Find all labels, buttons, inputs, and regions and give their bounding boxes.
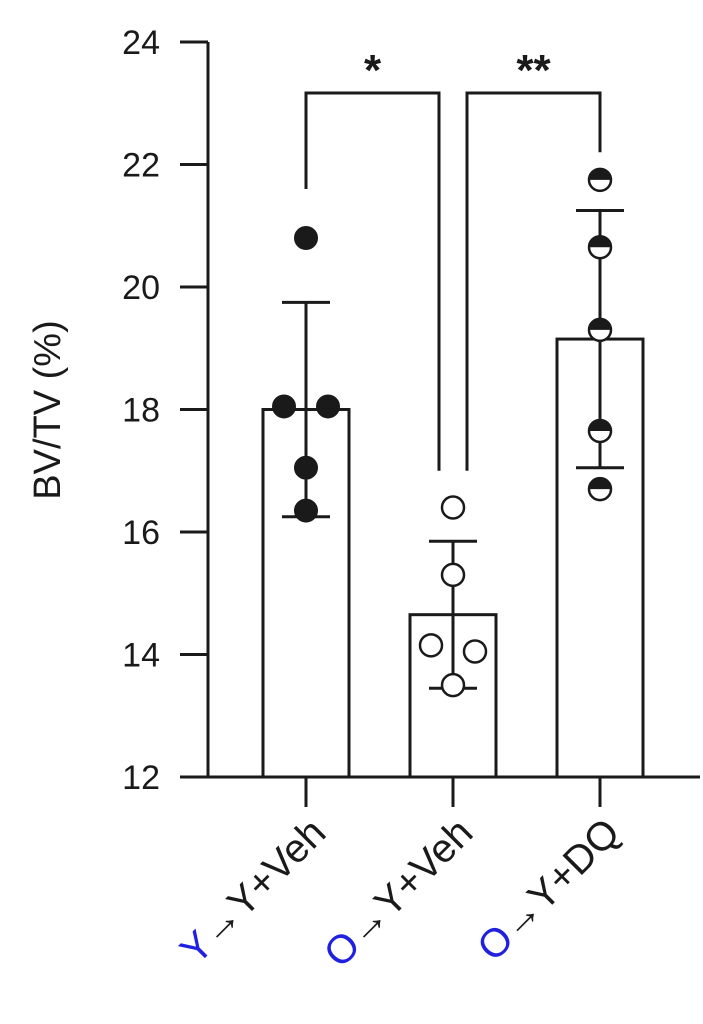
significance-label: ** [516, 46, 551, 95]
y-axis-label: BV/TV (%) [27, 320, 69, 499]
x-category-suffix: →Y+DQ [491, 810, 628, 947]
x-category-label: Y→Y+Veh [172, 810, 334, 972]
data-point [587, 418, 613, 444]
significance-bracket [304, 91, 441, 471]
data-point [294, 226, 318, 250]
data-point [587, 234, 613, 260]
y-tick-label: 20 [122, 269, 160, 307]
data-point-half [589, 168, 611, 180]
data-points [272, 167, 613, 698]
data-point-half [589, 236, 611, 248]
significance-bracket [465, 91, 602, 471]
x-category-suffix: →Y+Veh [191, 810, 335, 954]
data-point-half [589, 478, 611, 490]
data-point [587, 476, 613, 502]
x-category-label: O→Y+Veh [316, 810, 482, 976]
x-category-suffix: →Y+Veh [338, 810, 482, 954]
y-tick-label: 12 [122, 759, 160, 797]
significance-brackets: *** [304, 46, 602, 471]
data-point [440, 672, 466, 698]
y-tick-label: 14 [122, 637, 160, 675]
data-point [440, 495, 466, 520]
data-point-half [589, 419, 611, 431]
significance-label: * [364, 46, 382, 95]
data-point [294, 455, 318, 480]
data-point [316, 394, 340, 419]
data-point [462, 639, 488, 664]
data-point [587, 167, 613, 193]
x-category-label: O→Y+DQ [469, 810, 628, 969]
data-point [587, 317, 613, 343]
data-point [440, 562, 466, 588]
y-tick-label: 18 [122, 392, 160, 430]
data-point [294, 498, 318, 523]
data-point-half [589, 318, 611, 330]
axes: 12 14 16 18 20 22 24 [122, 24, 700, 807]
bar [261, 408, 351, 779]
y-tick-label: 24 [122, 24, 160, 62]
y-tick-label: 16 [122, 514, 160, 552]
data-point [418, 633, 444, 658]
y-tick-label: 22 [122, 147, 160, 185]
data-point [272, 394, 296, 419]
